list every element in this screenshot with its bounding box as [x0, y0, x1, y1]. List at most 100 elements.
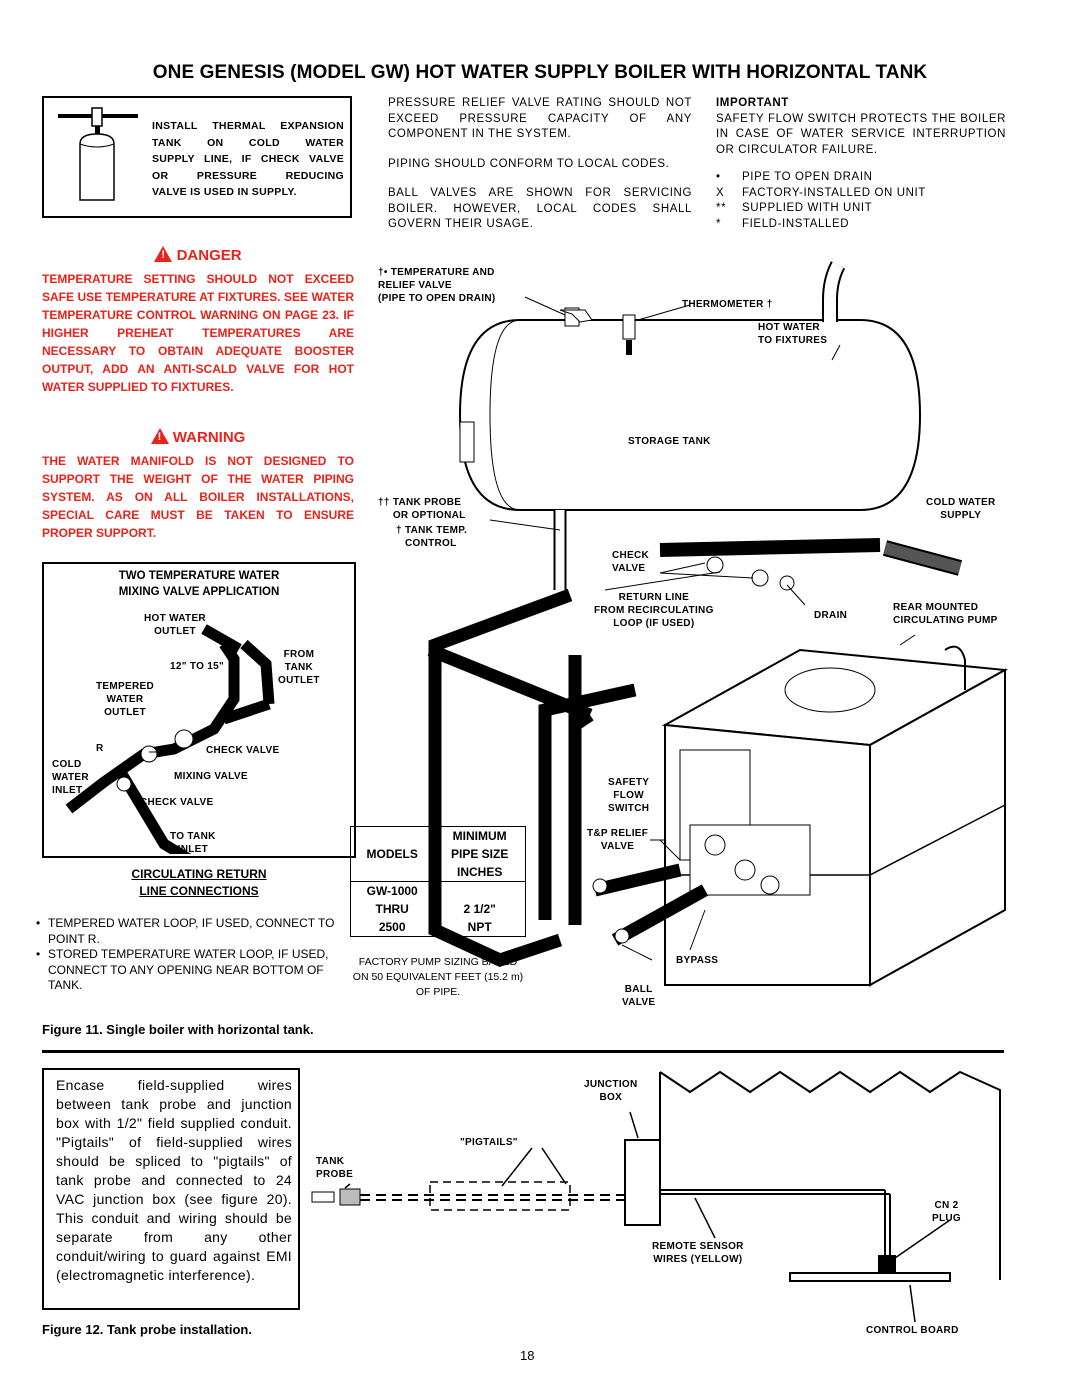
circ-return-heading: CIRCULATING RETURN LINE CONNECTIONS — [42, 866, 356, 900]
important-heading: IMPORTANT — [716, 97, 789, 109]
expansion-note-line: VALVE IS USED IN SUPPLY. — [152, 186, 297, 198]
expansion-note-line: INSTALL THERMAL EXPANSION — [152, 120, 344, 132]
legend-symbol: * — [716, 217, 722, 230]
drain-label: DRAIN — [814, 610, 848, 621]
storage-tank-label: STORAGE TANK — [628, 436, 711, 447]
to-tank-inlet-label: TO TANK INLET — [170, 831, 216, 855]
hot-water-outlet-label: HOT WATER OUTLET — [144, 613, 206, 637]
circ-title: CIRCULATING RETURN — [131, 867, 267, 881]
list-item: •STORED TEMPERATURE WATER LOOP, IF USED,… — [36, 947, 354, 994]
table-cell: NPT — [433, 918, 526, 937]
notes-column: PRESSURE RELIEF VALVE RATING SHOULD NOT … — [388, 96, 692, 233]
pipe-table-note: FACTORY PUMP SIZING BASED ON 50 EQUIVALE… — [352, 956, 524, 998]
legend-symbol: X — [716, 186, 725, 199]
legend-text: PIPE TO OPEN DRAIN — [742, 171, 873, 183]
check-valve-label: CHECK VALVE — [140, 797, 214, 808]
expansion-tank-icon — [58, 107, 138, 201]
cold-water-inlet-label: COLD WATER INLET — [52, 759, 89, 796]
probe-note-text: Encase field-supplied wires between tank… — [56, 1077, 292, 1283]
pigtails-label: "PIGTAILS" — [460, 1137, 518, 1148]
tank-temp-mark: † — [396, 525, 402, 536]
ball-valve-label: BALL VALVE — [622, 984, 656, 1008]
bypass-label: BYPASS — [676, 955, 719, 966]
mixing-title: TWO TEMPERATURE WATER — [118, 570, 280, 582]
legend-text: FACTORY-INSTALLED ON UNIT — [742, 186, 926, 199]
tp-relief-valve-label: T&P RELIEF VALVE — [587, 828, 649, 852]
dimension-label: 12" TO 15" — [170, 661, 224, 672]
tp-relief-text: TEMPERATURE AND RELIEF VALVE (PIPE TO OP… — [378, 267, 496, 304]
boiler-tank-diagram — [427, 261, 1009, 987]
table-header: MODELS — [349, 826, 435, 882]
note-paragraph: PRESSURE RELIEF VALVE RATING SHOULD NOT … — [388, 97, 692, 140]
tp-relief-label: †• TEMPERATURE AND RELIEF VALVE (PIPE TO… — [378, 266, 496, 305]
legend: • PIPE TO OPEN DRAIN X FACTORY-INSTALLED O… — [716, 170, 1006, 232]
section-divider — [42, 1050, 1004, 1053]
table-header: MINIMUM — [433, 826, 526, 845]
storage-tank-shape — [458, 319, 922, 511]
thermometer-label: THERMOMETER † — [682, 299, 773, 310]
expansion-note-box: INSTALL THERMAL EXPANSION TANK ON COLD W… — [42, 96, 352, 218]
cn2-plug-label: CN 2 PLUG — [932, 1200, 961, 1224]
remote-sensor-label: REMOTE SENSOR WIRES (YELLOW) — [652, 1241, 744, 1265]
pipe-size-table: MODELS MINIMUM PIPE SIZE INCHES GW-1000 … — [349, 826, 526, 937]
control-board-label: CONTROL BOARD — [866, 1325, 959, 1336]
check-valve-label: CHECK VALVE — [206, 745, 280, 756]
legend-text: FIELD-INSTALLED — [742, 217, 850, 230]
tp-relief-mark: †• — [378, 267, 388, 278]
rear-pump-label: REAR MOUNTED CIRCULATING PUMP — [893, 602, 998, 626]
table-cell: 2500 — [349, 918, 435, 937]
tank-probe-text: TANK PROBE OR OPTIONAL — [392, 497, 466, 521]
junction-box-label: JUNCTION BOX — [584, 1079, 638, 1103]
legend-symbol: ** — [716, 202, 727, 214]
circ-bullets: •TEMPERED WATER LOOP, IF USED, CONNECT T… — [36, 916, 354, 994]
warning-triangle-icon: ! — [150, 428, 169, 444]
check-valve-label: CHECK VALVE — [612, 550, 650, 574]
legend-text: SUPPLIED WITH UNIT — [742, 202, 873, 214]
tank-temp-text: TANK TEMP. CONTROL — [404, 525, 468, 549]
from-tank-outlet-label: FROM TANK OUTLET — [278, 649, 320, 686]
table-header: PIPE SIZE — [433, 845, 526, 863]
list-item: •TEMPERED WATER LOOP, IF USED, CONNECT T… — [36, 916, 354, 947]
probe-diagram — [311, 1070, 1001, 1323]
cold-water-supply-label: COLD WATER SUPPLY — [926, 497, 996, 521]
point-r-label: R — [96, 743, 104, 754]
table-cell: 2 1/2" — [433, 900, 526, 918]
tempered-water-label: TEMPERED WATER OUTLET — [96, 681, 154, 718]
danger-block: ! DANGER TEMPERATURE SETTING SHOULD NOT … — [42, 246, 354, 396]
expansion-note-line: TANK ON COLD WATER — [152, 136, 344, 149]
safety-flow-switch-label: SAFETY FLOW SWITCH — [608, 777, 650, 814]
circ-title: LINE CONNECTIONS — [139, 884, 259, 898]
warning-block: ! WARNING THE WATER MANIFOLD IS NOT DESI… — [42, 428, 354, 542]
probe-note-box: Encase field-supplied wires between tank… — [42, 1068, 300, 1310]
mixing-valve-box: TWO TEMPERATURE WATER MIXING VALVE APPLI… — [42, 562, 356, 858]
tank-temp-label: † TANK TEMP. CONTROL — [396, 524, 467, 550]
mixing-valve-diagram — [65, 624, 275, 854]
note-paragraph: PIPING SHOULD CONFORM TO LOCAL CODES. — [388, 157, 670, 170]
tank-probe-label: TANK PROBE — [316, 1156, 354, 1180]
mixing-valve-label: MIXING VALVE — [174, 771, 248, 782]
table-cell: GW-1000 — [349, 881, 435, 900]
figure-12-caption: Figure 12. Tank probe installation. — [42, 1322, 252, 1337]
bullet-text: TEMPERED WATER LOOP, IF USED, CONNECT TO… — [48, 916, 335, 946]
thermometer-shape — [622, 314, 636, 355]
warning-triangle-icon: ! — [154, 246, 173, 262]
danger-heading: DANGER — [176, 247, 242, 264]
warning-heading: WARNING — [172, 429, 246, 446]
note-paragraph: BALL VALVES ARE SHOWN FOR SERVICING BOIL… — [388, 187, 692, 230]
warning-text: THE WATER MANIFOLD IS NOT DESIGNED TO SU… — [42, 454, 354, 540]
hot-water-fixtures-label: HOT WATER TO FIXTURES — [758, 322, 828, 346]
danger-text: TEMPERATURE SETTING SHOULD NOT EXCEED SA… — [42, 272, 354, 394]
legend-symbol: • — [716, 171, 721, 183]
expansion-note-line: OR PRESSURE REDUCING — [152, 169, 344, 182]
table-cell: THRU — [349, 900, 435, 918]
tank-probe-label: †† TANK PROBE OR OPTIONAL — [378, 496, 466, 522]
return-line-label: RETURN LINE FROM RECIRCULATING LOOP (IF … — [594, 592, 714, 629]
tp-valve-tank — [559, 307, 593, 327]
tank-probe-mark: †† — [378, 497, 390, 508]
important-text: SAFETY FLOW SWITCH PROTECTS THE BOILER I… — [716, 112, 1006, 156]
table-header: INCHES — [433, 863, 526, 882]
important-block: IMPORTANT SAFETY FLOW SWITCH PROTECTS TH… — [716, 96, 1006, 232]
bullet-text: STORED TEMPERATURE WATER LOOP, IF USED, … — [48, 947, 329, 992]
boiler-cabinet — [661, 648, 1009, 987]
expansion-note-line: SUPPLY LINE, IF CHECK VALVE — [152, 153, 344, 165]
